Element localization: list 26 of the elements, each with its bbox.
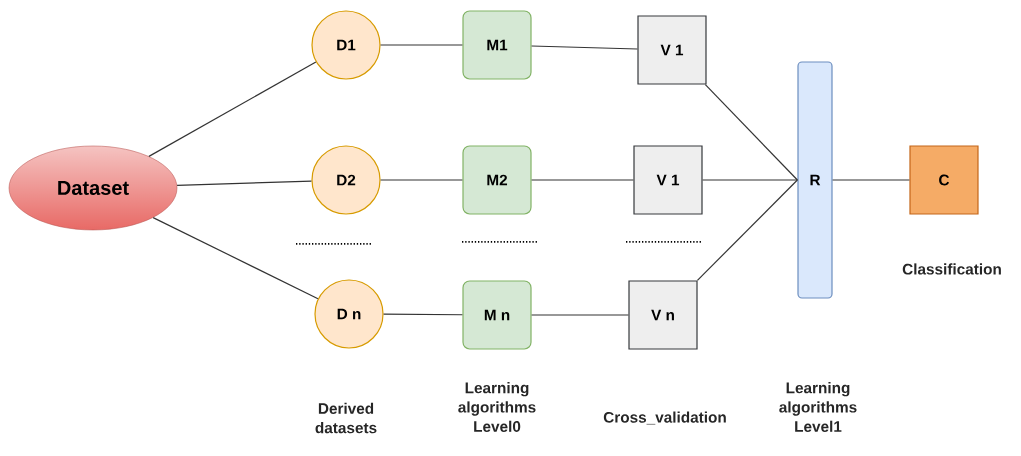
classification-box: C (909, 145, 979, 215)
connector-line (531, 179, 634, 181)
model-box: M n (462, 280, 532, 350)
meta-learner-bar: R (797, 61, 833, 299)
connector-line (531, 314, 629, 316)
connector-line (704, 84, 798, 181)
column-caption: Derived datasets (315, 402, 377, 434)
validation-box: V n (628, 280, 698, 350)
validation-box: V 1 (633, 145, 703, 215)
connector-line (380, 179, 463, 181)
connector-line (832, 179, 910, 181)
column-caption: Learning algorithms Level0 (458, 382, 536, 432)
connector-line (148, 61, 317, 157)
connector-line (696, 179, 798, 281)
column-caption: Learning algorithms Level1 (779, 382, 857, 432)
model-box: M1 (462, 10, 532, 80)
connector-line (176, 180, 313, 186)
column-caption: Classification (902, 263, 1001, 275)
connector-line (152, 217, 319, 300)
validation-box: V 1 (637, 15, 707, 85)
connector-line (702, 179, 798, 181)
model-box: M2 (462, 145, 532, 215)
connector-line (383, 313, 463, 316)
column-caption: Cross_validation (603, 411, 726, 425)
connector-line (380, 44, 463, 46)
connector-line (531, 45, 638, 50)
